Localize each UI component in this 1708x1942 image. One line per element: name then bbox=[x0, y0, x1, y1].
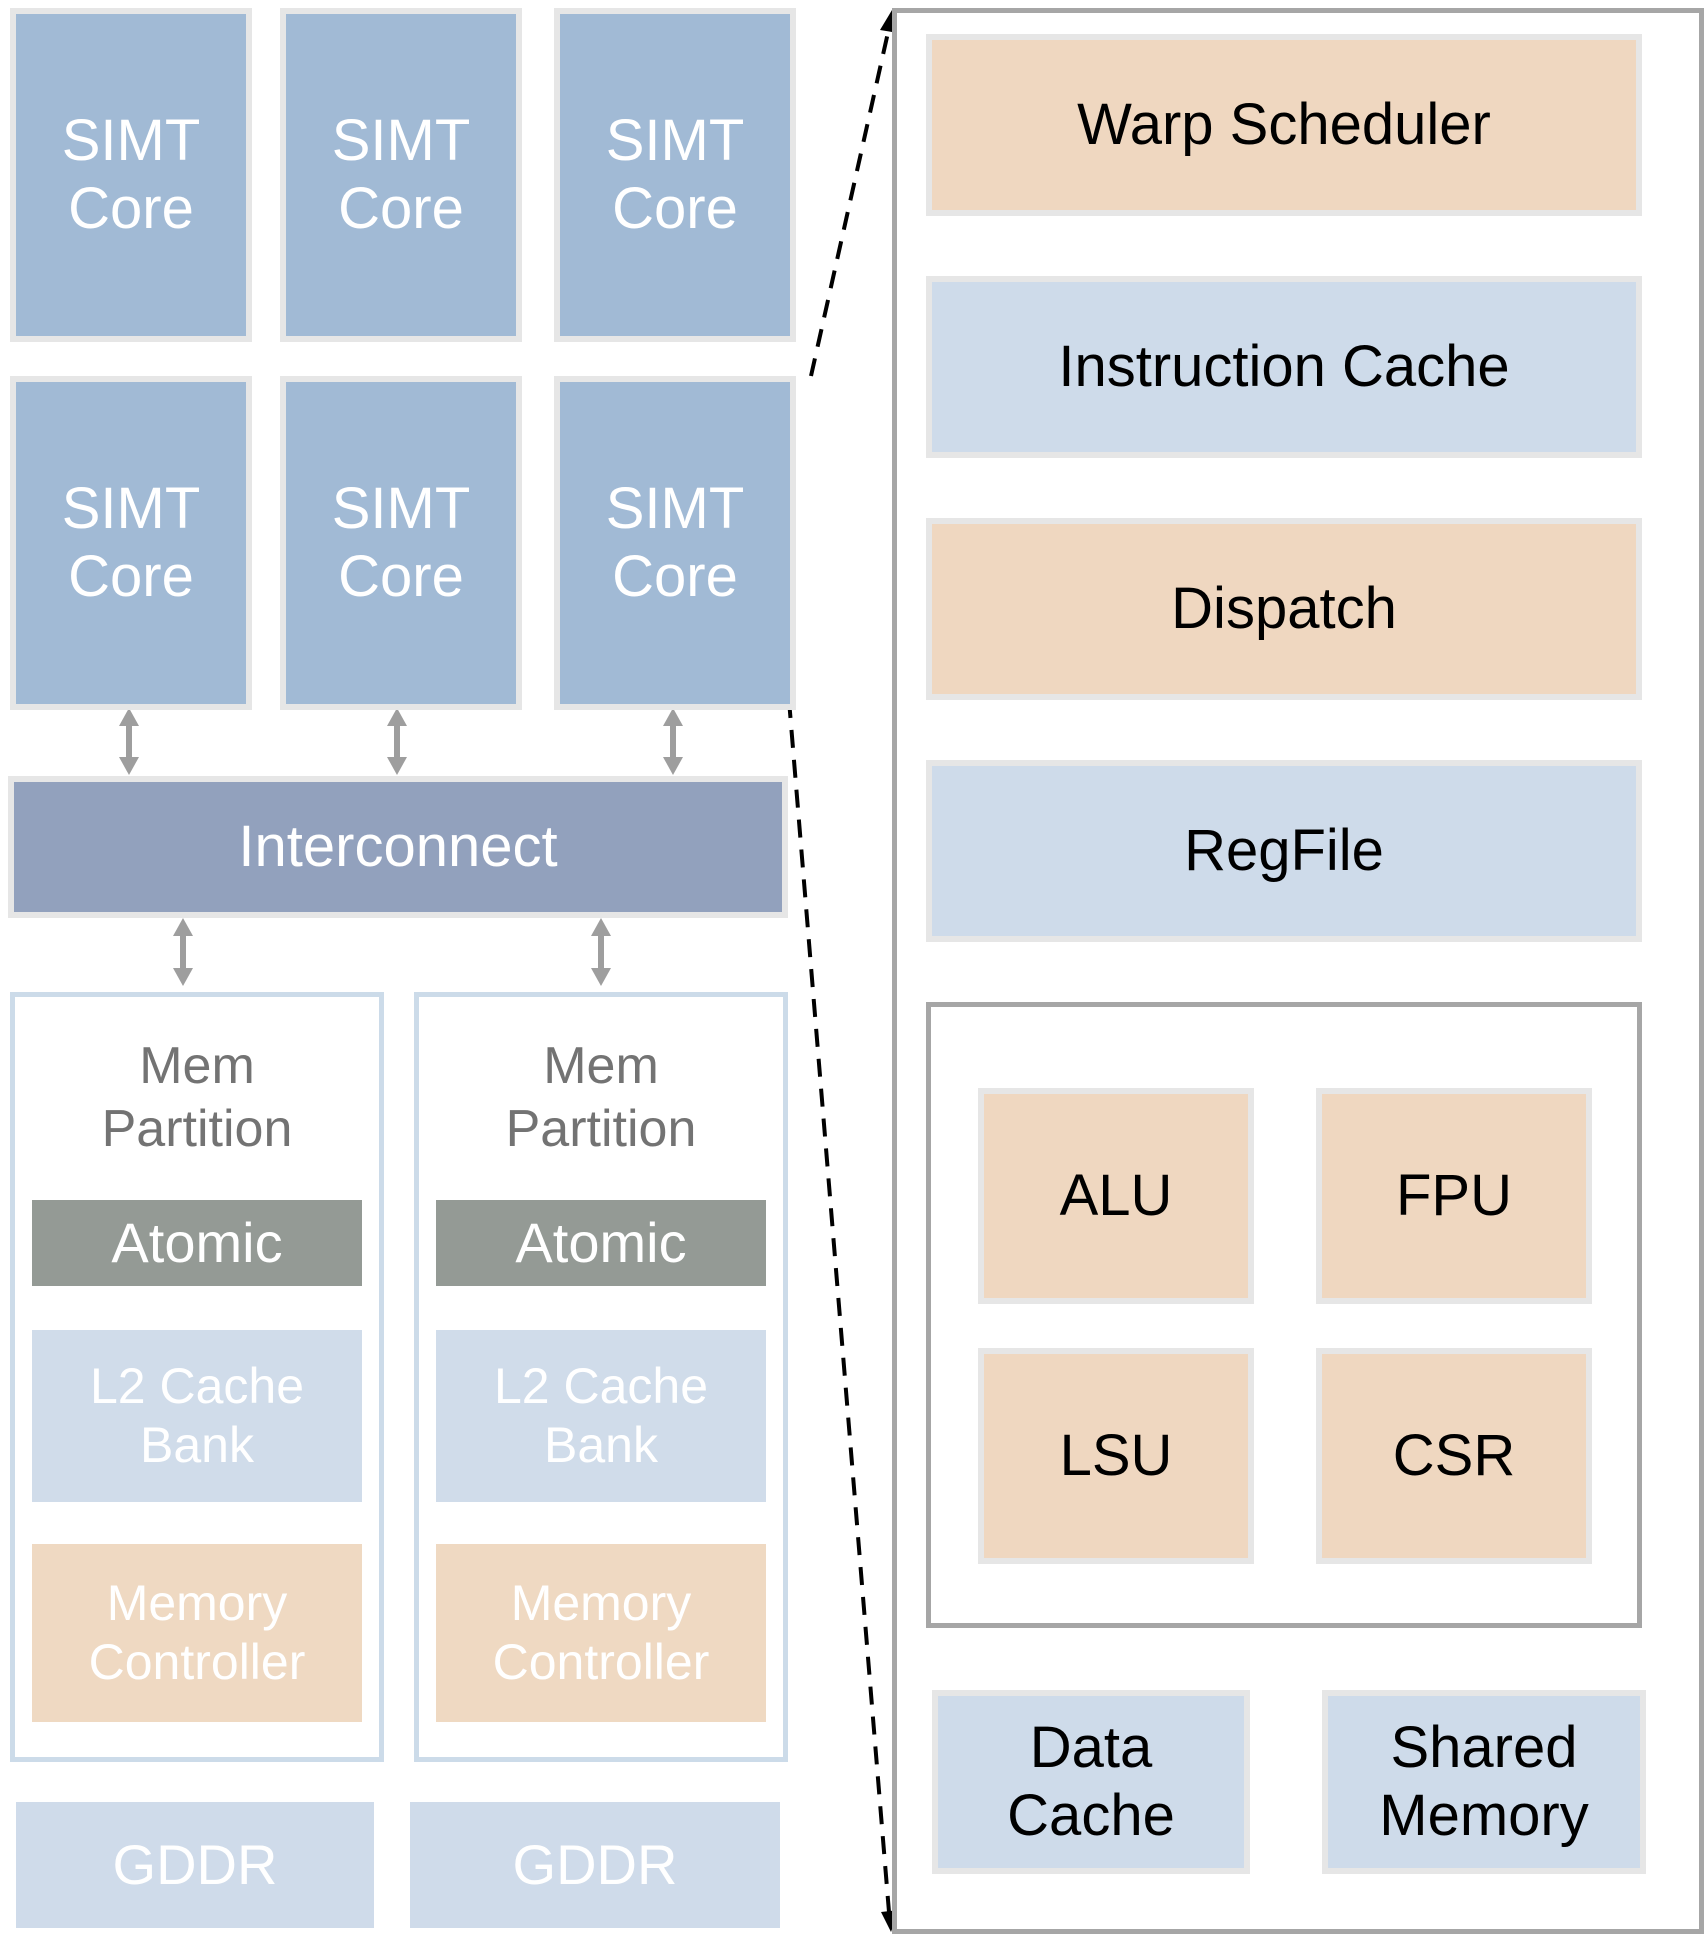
l2-cache-bank: L2 Cache Bank bbox=[436, 1330, 766, 1502]
l2-label-line2: Bank bbox=[544, 1417, 658, 1473]
simt-core: SIMT Core bbox=[280, 8, 522, 342]
gddr-label: GDDR bbox=[112, 1832, 278, 1896]
shared-memory-label-line1: Shared bbox=[1390, 1714, 1578, 1780]
interconnect-partition-arrow bbox=[591, 918, 611, 986]
memctl-label-line1: Memory bbox=[510, 1575, 692, 1631]
core-label-line1: SIMT bbox=[331, 475, 471, 541]
memctl-label-line2: Controller bbox=[88, 1634, 306, 1690]
alu-unit: ALU bbox=[978, 1088, 1254, 1304]
data-cache-label-line2: Cache bbox=[1007, 1783, 1175, 1848]
simt-core: SIMT Core bbox=[554, 8, 796, 342]
atomic-unit: Atomic bbox=[436, 1200, 766, 1286]
fpu-unit: FPU bbox=[1316, 1088, 1592, 1304]
gddr-memory: GDDR bbox=[16, 1802, 374, 1928]
interconnect-label: Interconnect bbox=[238, 813, 558, 879]
csr-label: CSR bbox=[1392, 1422, 1516, 1488]
mem-partition-title-line1: Mem bbox=[139, 1037, 255, 1095]
interconnect-partition-arrow bbox=[173, 918, 193, 986]
mem-partition-title: Mem Partition bbox=[15, 1035, 379, 1162]
lsu-unit: LSU bbox=[978, 1348, 1254, 1564]
memctl-label-line1: Memory bbox=[106, 1575, 288, 1631]
dispatch-label: Dispatch bbox=[1171, 575, 1397, 641]
csr-unit: CSR bbox=[1316, 1348, 1592, 1564]
instruction-cache-label: Instruction Cache bbox=[1058, 333, 1510, 399]
mem-partition-title-line1: Mem bbox=[543, 1037, 659, 1095]
lsu-label: LSU bbox=[1059, 1422, 1173, 1488]
dispatch: Dispatch bbox=[926, 518, 1642, 700]
interconnect: Interconnect bbox=[8, 776, 788, 918]
data-cache-label-line1: Data bbox=[1029, 1714, 1153, 1780]
shared-memory-label-line2: Memory bbox=[1379, 1783, 1589, 1848]
memory-controller: Memory Controller bbox=[436, 1544, 766, 1722]
mem-partition-title: Mem Partition bbox=[419, 1035, 783, 1162]
l2-cache-bank: L2 Cache Bank bbox=[32, 1330, 362, 1502]
memory-controller: Memory Controller bbox=[32, 1544, 362, 1722]
l2-label-line1: L2 Cache bbox=[493, 1358, 709, 1414]
alu-label: ALU bbox=[1059, 1162, 1173, 1228]
simt-core: SIMT Core bbox=[280, 376, 522, 710]
core-label-line1: SIMT bbox=[61, 475, 201, 541]
core-interconnect-arrow bbox=[387, 708, 407, 775]
shared-memory: Shared Memory bbox=[1322, 1690, 1646, 1874]
zoom-line-bottom bbox=[787, 699, 899, 1932]
core-label-line2: Core bbox=[338, 176, 464, 241]
core-label-line1: SIMT bbox=[331, 107, 471, 173]
core-label-line2: Core bbox=[612, 176, 738, 241]
fpu-label: FPU bbox=[1396, 1162, 1512, 1228]
core-label-line2: Core bbox=[68, 544, 194, 609]
mem-partition-title-line2: Partition bbox=[505, 1100, 697, 1159]
atomic-label: Atomic bbox=[111, 1210, 283, 1274]
mem-partition-title-line2: Partition bbox=[101, 1100, 293, 1159]
simt-core: SIMT Core bbox=[10, 376, 252, 710]
gddr-label: GDDR bbox=[512, 1832, 678, 1896]
data-cache: Data Cache bbox=[932, 1690, 1250, 1874]
l2-label-line1: L2 Cache bbox=[89, 1358, 305, 1414]
core-label-line1: SIMT bbox=[605, 107, 745, 173]
warp-scheduler: Warp Scheduler bbox=[926, 34, 1642, 216]
l2-label-line2: Bank bbox=[140, 1417, 254, 1473]
core-label-line1: SIMT bbox=[605, 475, 745, 541]
zoom-line-top bbox=[809, 10, 898, 377]
regfile: RegFile bbox=[926, 760, 1642, 942]
core-interconnect-arrow bbox=[663, 708, 683, 775]
atomic-unit: Atomic bbox=[32, 1200, 362, 1286]
simt-core: SIMT Core bbox=[10, 8, 252, 342]
simt-core-zoomed: SIMT Core bbox=[554, 376, 796, 710]
memctl-label-line2: Controller bbox=[492, 1634, 710, 1690]
core-label-line2: Core bbox=[612, 544, 738, 609]
core-label-line2: Core bbox=[68, 176, 194, 241]
instruction-cache: Instruction Cache bbox=[926, 276, 1642, 458]
regfile-label: RegFile bbox=[1184, 817, 1384, 883]
core-label-line1: SIMT bbox=[61, 107, 201, 173]
gddr-memory: GDDR bbox=[410, 1802, 780, 1928]
core-interconnect-arrow bbox=[119, 708, 139, 775]
warp-scheduler-label: Warp Scheduler bbox=[1077, 91, 1491, 157]
atomic-label: Atomic bbox=[515, 1210, 687, 1274]
core-label-line2: Core bbox=[338, 544, 464, 609]
